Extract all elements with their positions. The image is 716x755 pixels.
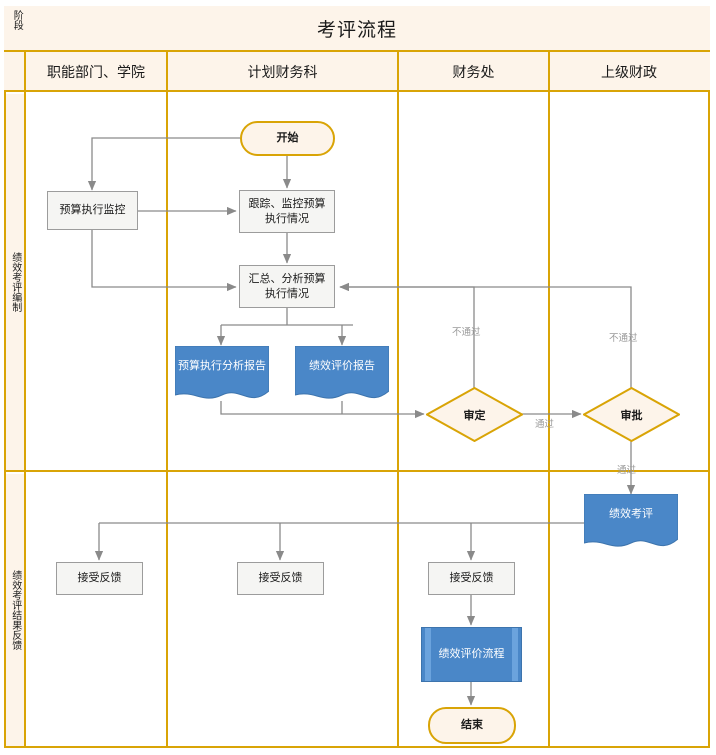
col-divider-2 [397,52,399,746]
node-receive-feedback-3[interactable]: 接受反馈 [428,562,515,595]
column-header-0: 职能部门、学院 [47,64,145,80]
col-divider-1 [166,52,168,746]
node-performance-assessment-shape[interactable] [584,494,678,550]
column-header-row [4,52,710,92]
node-budget-report-shape[interactable] [175,346,269,402]
node-track-monitor[interactable]: 跟踪、监控预算执行情况 [239,190,335,233]
column-header-2: 财务处 [452,64,495,80]
node-end[interactable]: 结束 [428,707,516,744]
node-evaluation-process-label: 绩效评价流程 [438,648,505,661]
column-header-1: 计划财务科 [247,64,318,80]
lane-divider [4,470,710,472]
node-summarize-analyze[interactable]: 汇总、分析预算执行情况 [239,265,335,308]
diagram-title-bar: 考评流程 [4,6,710,52]
edge-label-review-reject: 不通过 [452,327,481,338]
page-title: 考评流程 [316,19,397,41]
col-divider-0 [24,52,26,746]
edge-label-approve-reject: 不通过 [609,333,638,344]
node-evaluation-process[interactable]: 绩效评价流程 [421,627,522,682]
node-receive-feedback-1[interactable]: 接受反馈 [56,562,143,595]
lane-label-0: 绩效考评编制 [6,94,24,470]
predef-right-bar [512,628,518,681]
column-header-3: 上级财政 [601,64,657,80]
node-receive-feedback-2[interactable]: 接受反馈 [237,562,324,595]
edge-label-approve-pass: 通过 [617,465,637,476]
node-start[interactable]: 开始 [240,121,335,156]
col-divider-3 [548,52,550,746]
predef-left-bar [425,628,431,681]
node-review-decision-shape[interactable] [426,387,523,442]
node-approve-decision-shape[interactable] [583,387,680,442]
stage-header-cell: 阶段 [11,10,23,30]
node-budget-monitor[interactable]: 预算执行监控 [47,191,138,230]
lane-label-1: 绩效考评结果反馈 [6,474,24,746]
node-performance-report-shape[interactable] [295,346,389,402]
edge-label-review-pass: 通过 [535,419,555,430]
